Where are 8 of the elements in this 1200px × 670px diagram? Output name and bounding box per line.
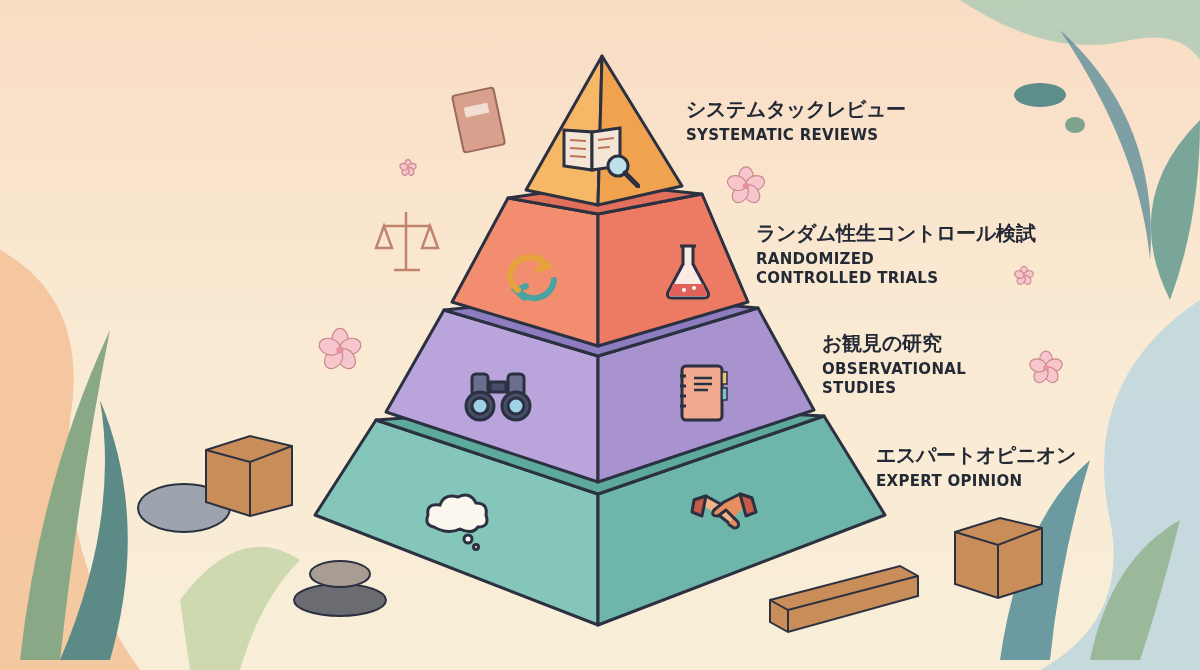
- tier-title-english: RANDOMIZED CONTROLLED TRIALS: [756, 250, 940, 288]
- tier-title-japanese: エスパートオピニオン: [876, 442, 1076, 468]
- tier-title-english: SYSTEMATIC REVIEWS: [686, 126, 879, 145]
- tier-title-english: EXPERT OPINION: [876, 472, 1023, 491]
- tier-title-japanese: ランダム性生コントロール検試: [756, 220, 1036, 246]
- tier-title-japanese: お観見の研究: [822, 330, 942, 356]
- tier-title-english: OBSERVATIONAL STUDIES: [822, 360, 967, 398]
- tier-title-japanese: システムタックレビュー: [686, 96, 906, 122]
